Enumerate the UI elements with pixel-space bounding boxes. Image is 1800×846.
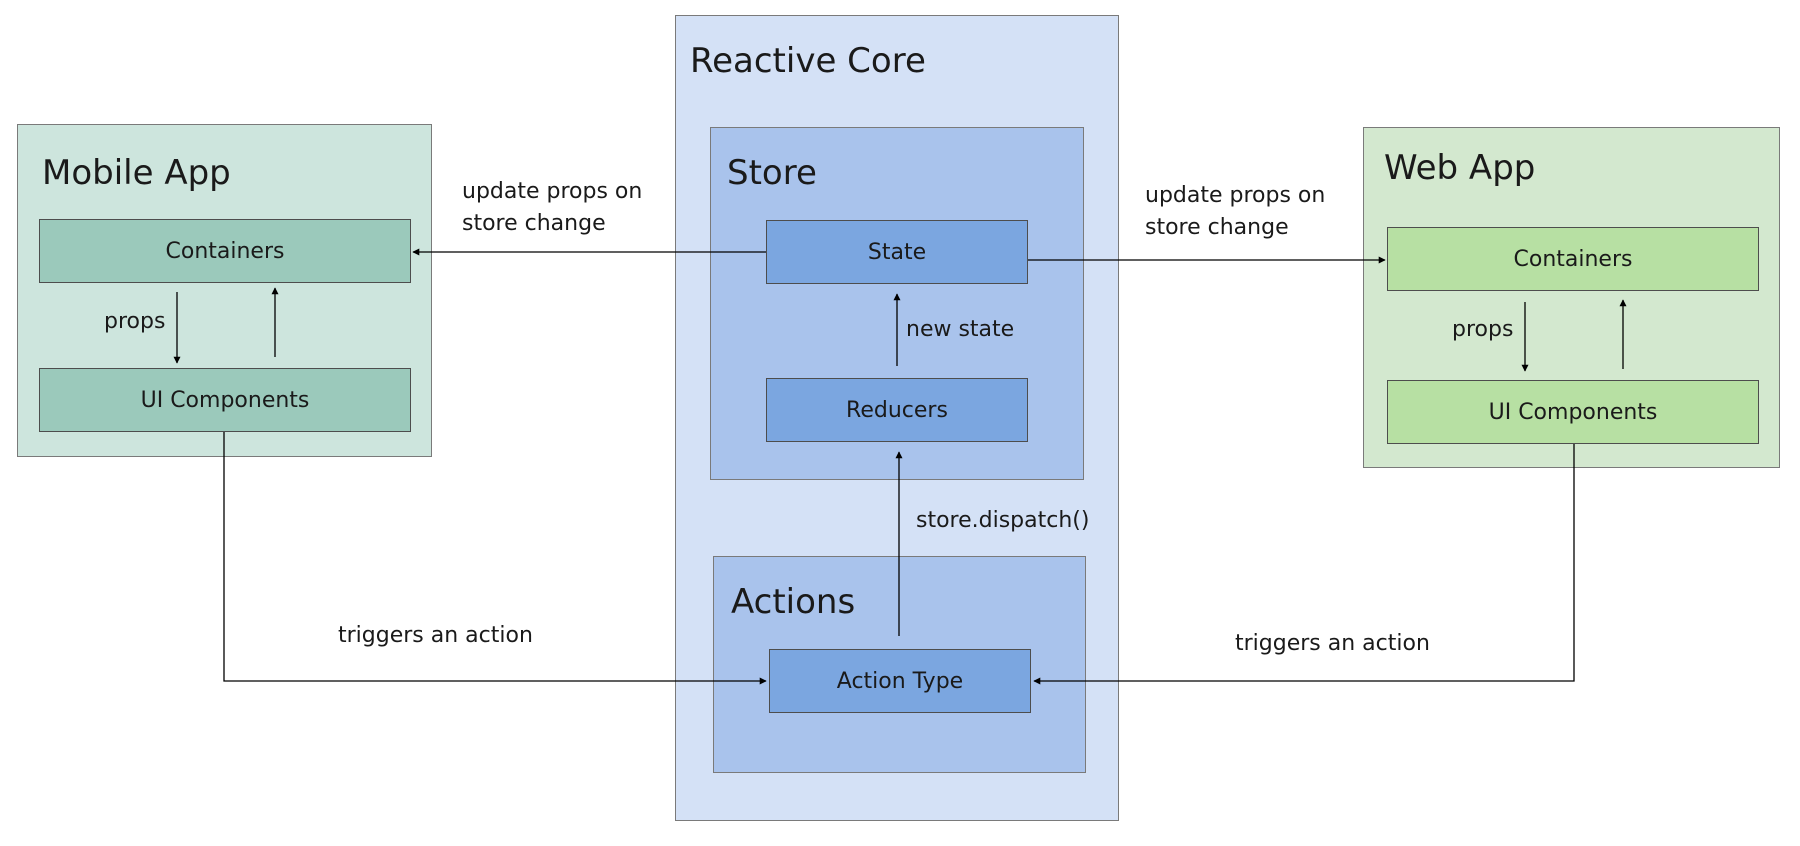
action-type-node: Action Type: [769, 649, 1031, 713]
web-props-label: props: [1452, 317, 1514, 342]
triggers-right-label: triggers an action: [1235, 631, 1430, 656]
mobile-containers-node: Containers: [39, 219, 411, 283]
reactive-core-title: Reactive Core: [690, 41, 926, 81]
update-props-right-line1: update props on: [1145, 183, 1326, 208]
state-node: State: [766, 220, 1028, 284]
web-trigger-arrow: [1033, 444, 1575, 685]
actions-title: Actions: [731, 582, 856, 622]
update-props-right-line2: store change: [1145, 215, 1289, 240]
update-props-left-line1: update props on: [462, 179, 643, 204]
mobile-trigger-arrow: [223, 432, 767, 685]
store-dispatch-label: store.dispatch(): [916, 508, 1090, 533]
mobile-props-label: props: [104, 309, 166, 334]
mobile-ui-components-node: UI Components: [39, 368, 411, 432]
mobile-app-title: Mobile App: [42, 153, 231, 193]
new-state-label: new state: [906, 317, 1015, 342]
store-title: Store: [727, 153, 817, 193]
web-containers-node: Containers: [1387, 227, 1759, 291]
reducers-node: Reducers: [766, 378, 1028, 442]
triggers-left-label: triggers an action: [338, 623, 533, 648]
web-app-title: Web App: [1384, 148, 1536, 188]
update-props-left-line2: store change: [462, 211, 606, 236]
web-ui-components-node: UI Components: [1387, 380, 1759, 444]
